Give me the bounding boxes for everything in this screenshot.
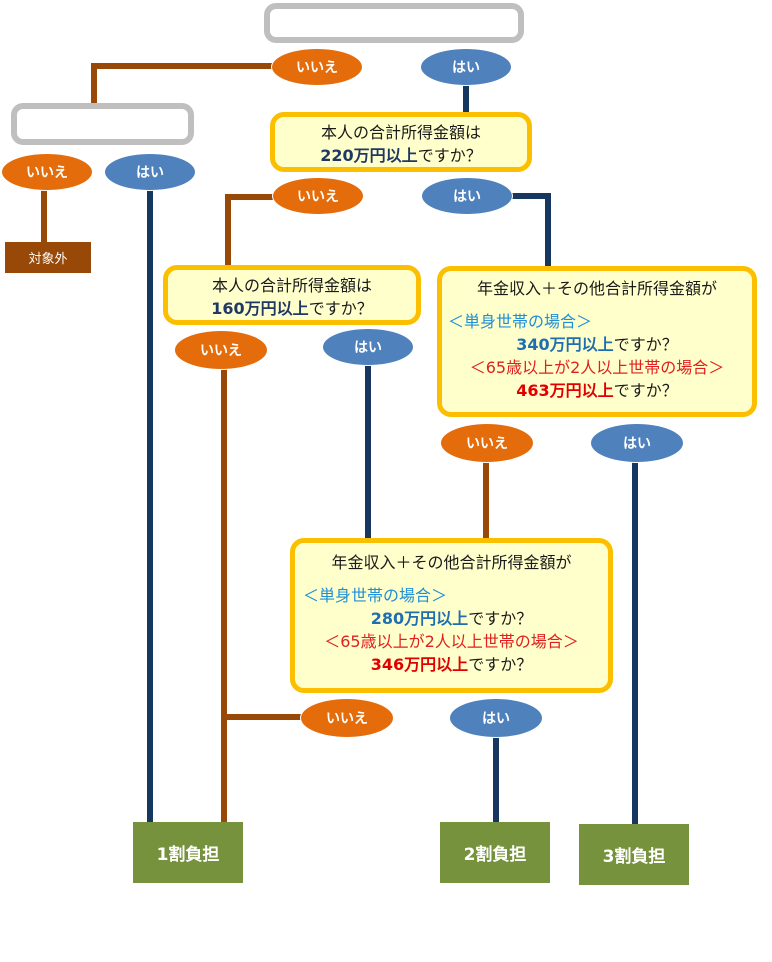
single-household-label: ＜単身世帯の場合＞ — [448, 312, 593, 331]
no-line-top — [91, 63, 300, 104]
question-220: 本人の合計所得金額は 220万円以上ですか？ — [270, 112, 532, 172]
question-suffix: ですか？ — [468, 609, 533, 628]
yes-pill[interactable]: はい — [421, 177, 513, 215]
result-3-wari: 3割負担 — [579, 824, 689, 885]
question-suffix: ですか？ — [613, 335, 678, 354]
threshold-amount-single: 280万円以上 — [370, 609, 469, 628]
no-pill[interactable]: いいえ — [272, 177, 364, 215]
threshold-amount-multi: 346万円以上 — [370, 655, 469, 674]
result-1-wari: 1割負担 — [133, 822, 243, 883]
no-pill[interactable]: いいえ — [174, 330, 268, 370]
result-2-wari: 2割負担 — [440, 822, 550, 883]
question-text: 年金収入＋その他合計所得金額が — [331, 553, 572, 572]
no-pill[interactable]: いいえ — [440, 423, 534, 463]
yes-pill[interactable]: はい — [449, 698, 543, 738]
question-suffix: ですか？ — [468, 655, 533, 674]
question-suffix: ですか？ — [308, 299, 373, 318]
question-text: 本人の合計所得金額は — [211, 276, 372, 295]
question-text: 年金収入＋その他合計所得金額が — [476, 279, 717, 298]
blank-question-box-top — [264, 3, 524, 43]
question-suffix: ですか？ — [613, 381, 678, 400]
blank-question-box-left — [11, 103, 194, 145]
no-pill[interactable]: いいえ — [1, 153, 93, 191]
threshold-amount: 220万円以上 — [320, 146, 418, 165]
threshold-amount: 160万円以上 — [211, 299, 309, 318]
yes-pill[interactable]: はい — [104, 153, 196, 191]
yes-pill[interactable]: はい — [322, 328, 414, 366]
yes-pill[interactable]: はい — [590, 423, 684, 463]
question-340-463: 年金収入＋その他合計所得金額が ＜単身世帯の場合＞ 340万円以上ですか？ ＜6… — [437, 266, 757, 417]
question-160: 本人の合計所得金額は 160万円以上ですか？ — [163, 265, 421, 325]
multi-household-label: ＜65歳以上が2人以上世帯の場合＞ — [469, 358, 725, 377]
threshold-amount-single: 340万円以上 — [516, 335, 614, 354]
single-household-label: ＜単身世帯の場合＞ — [303, 586, 448, 605]
no-pill[interactable]: いいえ — [271, 48, 363, 86]
question-280-346: 年金収入＋その他合計所得金額が ＜単身世帯の場合＞ 280万円以上ですか？ ＜6… — [290, 538, 613, 693]
multi-household-label: ＜65歳以上が2人以上世帯の場合＞ — [324, 632, 579, 651]
threshold-amount-multi: 463万円以上 — [516, 381, 614, 400]
result-excluded: 対象外 — [5, 242, 91, 273]
question-suffix: ですか？ — [417, 146, 482, 165]
no-pill[interactable]: いいえ — [300, 698, 394, 738]
question-text: 本人の合計所得金額は — [320, 123, 481, 142]
yes-pill[interactable]: はい — [420, 48, 512, 86]
